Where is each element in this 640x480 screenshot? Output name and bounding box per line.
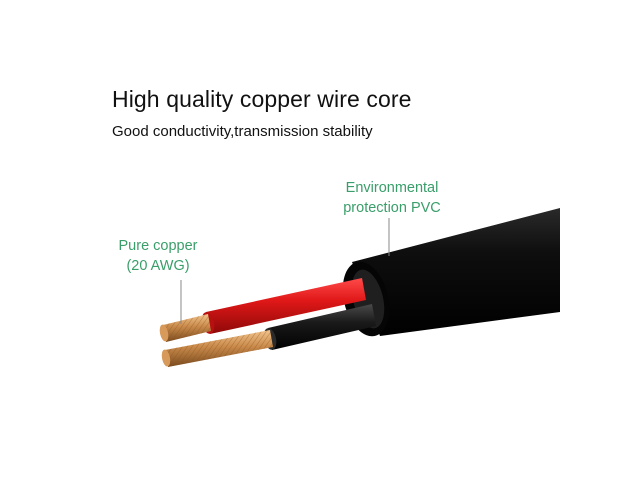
copper-callout-line2: (20 AWG) xyxy=(126,258,190,274)
copper-conductor-black xyxy=(161,330,273,367)
copper-conductor-red xyxy=(159,314,211,342)
pvc-callout-line2: protection PVC xyxy=(343,200,441,216)
subline: Good conductivity,transmission stability xyxy=(112,123,373,140)
copper-callout-line1: Pure copper xyxy=(118,238,198,254)
pvc-callout: Environmental protection PVC xyxy=(336,178,448,218)
copper-callout: Pure copper (20 AWG) xyxy=(110,236,206,276)
headline: High quality copper wire core xyxy=(112,86,412,112)
pvc-callout-line1: Environmental xyxy=(345,180,439,196)
